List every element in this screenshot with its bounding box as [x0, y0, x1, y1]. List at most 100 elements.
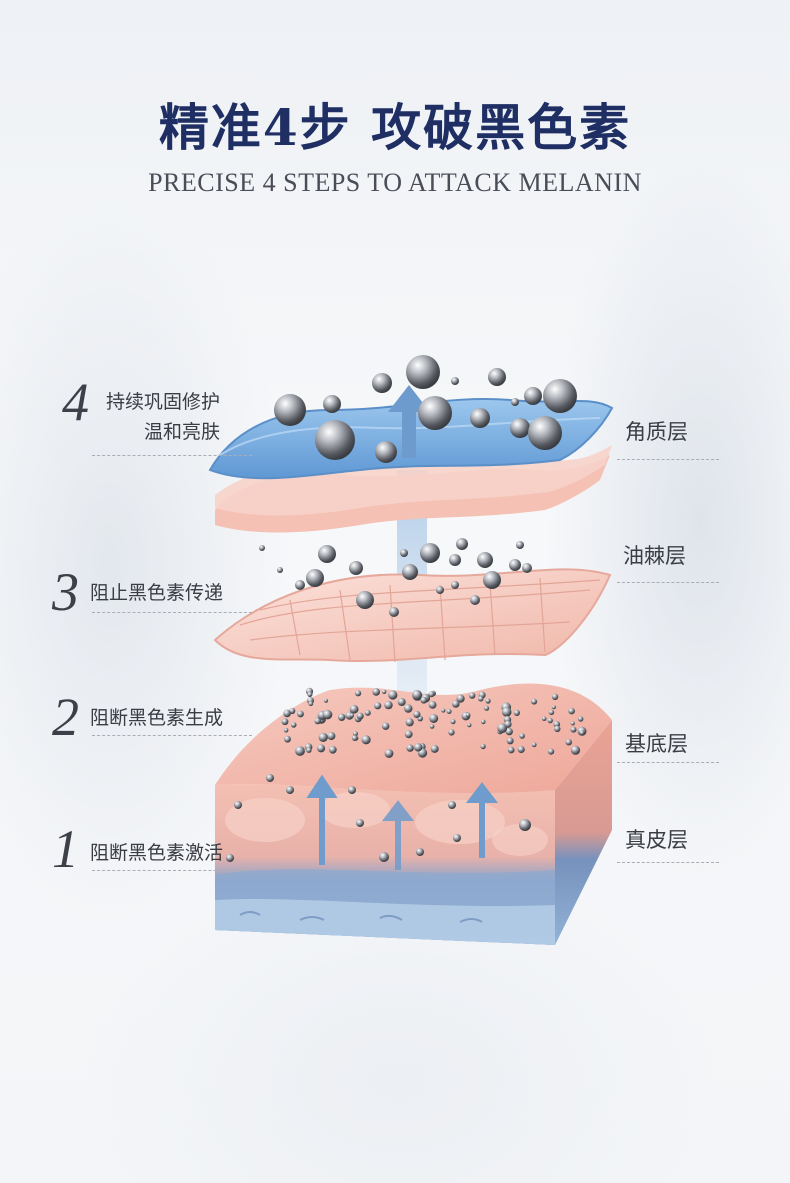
melanin-particle [548, 709, 555, 716]
melanin-particle [382, 689, 387, 694]
melanin-particle [509, 559, 521, 571]
melanin-particle [297, 710, 304, 718]
melanin-particle [349, 713, 355, 718]
melanin-particle [318, 732, 328, 743]
melanin-particle [405, 718, 414, 727]
melanin-particle [328, 745, 337, 754]
page-subtitle: PRECISE 4 STEPS TO ATTACK MELANIN [148, 168, 642, 197]
melanin-particle [375, 441, 397, 463]
melanin-particle [307, 691, 313, 698]
melanin-particle [384, 700, 393, 710]
layer-label-dermis: 真皮层 [625, 828, 688, 852]
melanin-particle [372, 688, 381, 696]
melanin-particle [481, 719, 486, 725]
melanin-particle [547, 717, 553, 724]
melanin-particle [554, 725, 561, 733]
melanin-particle [281, 718, 289, 726]
melanin-particle [374, 702, 382, 710]
melanin-particle [277, 567, 283, 573]
layer-label-corneum: 角质层 [625, 420, 688, 444]
step-1-label: 阻断黑色素激活 [90, 842, 224, 864]
melanin-particle [483, 571, 501, 589]
melanin-particle [286, 786, 294, 794]
melanin-particle [511, 398, 519, 406]
melanin-particle [420, 543, 440, 563]
step-2-label: 阻断黑色素生成 [90, 707, 224, 729]
melanin-particle [568, 707, 575, 715]
melanin-particle [579, 730, 585, 736]
melanin-particle [524, 387, 542, 405]
melanin-particle [403, 704, 413, 713]
melanin-particle [324, 698, 328, 703]
melanin-particle [428, 701, 437, 709]
melanin-particle [519, 733, 525, 739]
layer-dermis-divider [617, 862, 719, 863]
step-1-divider [92, 870, 252, 871]
melanin-particle [356, 591, 374, 609]
melanin-particle [416, 848, 424, 856]
melanin-particle [295, 746, 305, 756]
melanin-particle [570, 721, 575, 726]
melanin-particle [449, 554, 461, 566]
melanin-particle [528, 416, 562, 450]
step-4-number: 4 [62, 372, 89, 432]
melanin-particle [446, 709, 452, 714]
melanin-particle [453, 834, 461, 842]
step-4-divider [92, 455, 252, 456]
melanin-particle [548, 748, 555, 755]
melanin-particle [283, 728, 289, 733]
melanin-particle [510, 418, 530, 438]
melanin-particle [477, 552, 493, 568]
melanin-particle [351, 735, 358, 741]
melanin-particle [290, 722, 297, 728]
melanin-particle [480, 743, 486, 750]
melanin-particle [388, 690, 398, 700]
melanin-particle [469, 692, 476, 699]
melanin-particle [429, 724, 435, 729]
melanin-particle [531, 698, 538, 705]
melanin-particle [448, 729, 455, 736]
melanin-particle [355, 690, 362, 697]
melanin-particle [361, 735, 371, 745]
melanin-particle [356, 712, 364, 720]
melanin-particle [470, 595, 480, 605]
melanin-particle [578, 716, 584, 722]
melanin-particle [501, 707, 512, 717]
melanin-particle [364, 709, 371, 716]
melanin-particle [314, 717, 321, 725]
melanin-particle [429, 714, 439, 723]
melanin-particle [484, 705, 490, 711]
melanin-particle [402, 564, 418, 580]
melanin-particle [465, 712, 471, 718]
melanin-particle [565, 739, 572, 746]
melanin-particle [412, 690, 422, 700]
step-4-label-line1: 持续巩固修护 [106, 391, 221, 413]
melanin-particle [420, 696, 428, 704]
melanin-particle [497, 723, 508, 734]
melanin-particle [295, 580, 305, 590]
melanin-particle [519, 819, 531, 831]
melanin-particle [418, 396, 452, 430]
melanin-particle [504, 720, 512, 728]
melanin-particle [356, 819, 364, 827]
melanin-particle [327, 731, 336, 741]
spinous-sheet [213, 568, 612, 663]
melanin-particle [513, 709, 521, 717]
melanin-particle [349, 704, 359, 714]
melanin-particle [317, 744, 326, 753]
melanin-particle [470, 408, 490, 428]
melanin-particle [404, 730, 413, 739]
step-3-number: 3 [52, 562, 79, 622]
melanin-particle [259, 545, 265, 551]
step-2-divider [92, 735, 252, 736]
melanin-particle [570, 726, 577, 733]
step-3-divider [92, 612, 252, 613]
page-title: 精准4步 攻破黑色素 [158, 98, 632, 157]
melanin-particle [452, 700, 460, 708]
layer-corneum-divider [617, 459, 719, 460]
melanin-particle [226, 854, 234, 862]
melanin-particle [541, 716, 547, 721]
step-1-number: 1 [52, 819, 79, 879]
up-arrow [388, 385, 430, 458]
